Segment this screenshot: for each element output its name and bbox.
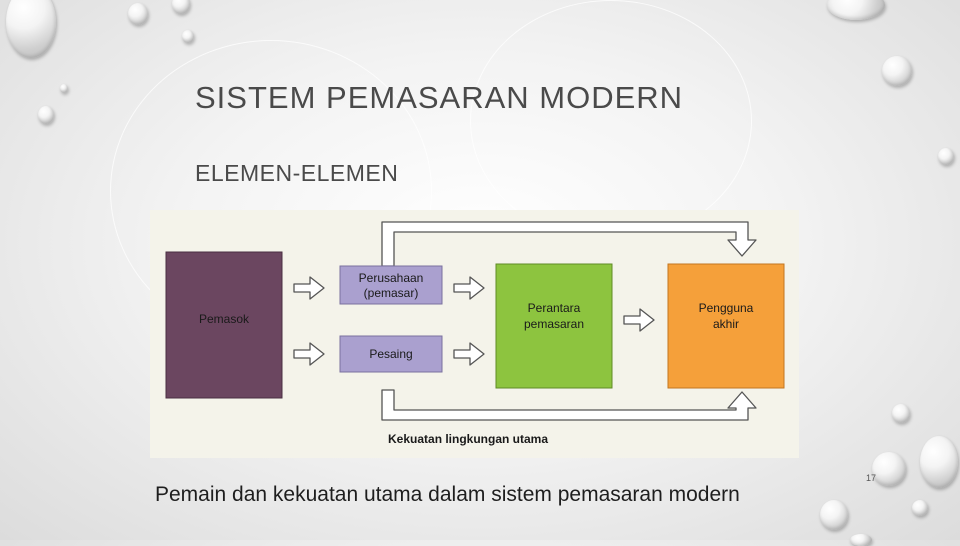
water-drop-decoration bbox=[920, 436, 958, 488]
ring-decoration bbox=[470, 0, 752, 242]
slide-subtitle: ELEMEN-ELEMEN bbox=[195, 160, 399, 186]
water-drop-decoration bbox=[827, 0, 885, 20]
arrow-supplier-to-competitor bbox=[293, 342, 325, 366]
slide-title: SISTEM PEMASARAN MODERN bbox=[195, 80, 684, 115]
company-label-line1: Perusahaan bbox=[359, 271, 424, 285]
company-box bbox=[339, 265, 443, 305]
figure-caption: Pemain dan kekuatan utama dalam sistem p… bbox=[155, 483, 740, 506]
supplier-box bbox=[165, 251, 283, 399]
water-drop-decoration bbox=[872, 452, 906, 486]
company-label-line2: (pemasar) bbox=[364, 286, 419, 300]
upper-loop-arrow bbox=[381, 221, 757, 267]
water-drop-decoration bbox=[912, 500, 928, 516]
end-user-label-line2: akhir bbox=[713, 317, 739, 331]
competitor-box bbox=[339, 335, 443, 373]
end-user-label-line1: Pengguna bbox=[699, 301, 754, 315]
water-drop-decoration bbox=[820, 500, 848, 530]
competitor-label: Pesaing bbox=[369, 347, 412, 361]
lower-loop-arrow bbox=[381, 389, 757, 421]
page-number: 17 bbox=[866, 473, 877, 483]
water-drop-decoration bbox=[892, 404, 910, 423]
supplier-label: Pemasok bbox=[199, 312, 250, 326]
water-drop-decoration bbox=[38, 106, 54, 124]
arrow-intermediary-to-end-user bbox=[623, 308, 655, 332]
marketing-system-diagram: Pemasok Perusahaan (pemasar) Pesaing Per… bbox=[150, 210, 799, 458]
intermediary-box bbox=[495, 263, 613, 389]
end-user-box bbox=[667, 263, 785, 389]
arrow-company-to-intermediary bbox=[453, 276, 485, 300]
water-drop-decoration bbox=[938, 148, 954, 165]
intermediary-label-line1: Perantara bbox=[528, 301, 581, 315]
water-drop-decoration bbox=[882, 56, 912, 86]
water-drop-decoration bbox=[6, 0, 56, 58]
arrow-supplier-to-company bbox=[293, 276, 325, 300]
water-drop-decoration bbox=[128, 3, 148, 25]
forces-label: Kekuatan lingkungan utama bbox=[388, 432, 548, 446]
water-drop-decoration bbox=[60, 84, 68, 93]
water-drop-decoration bbox=[850, 534, 872, 546]
water-drop-decoration bbox=[172, 0, 190, 14]
water-drop-decoration bbox=[182, 30, 194, 43]
arrow-competitor-to-intermediary bbox=[453, 342, 485, 366]
diagram-canvas: Pemasok Perusahaan (pemasar) Pesaing Per… bbox=[165, 221, 785, 446]
intermediary-label-line2: pemasaran bbox=[524, 317, 584, 331]
